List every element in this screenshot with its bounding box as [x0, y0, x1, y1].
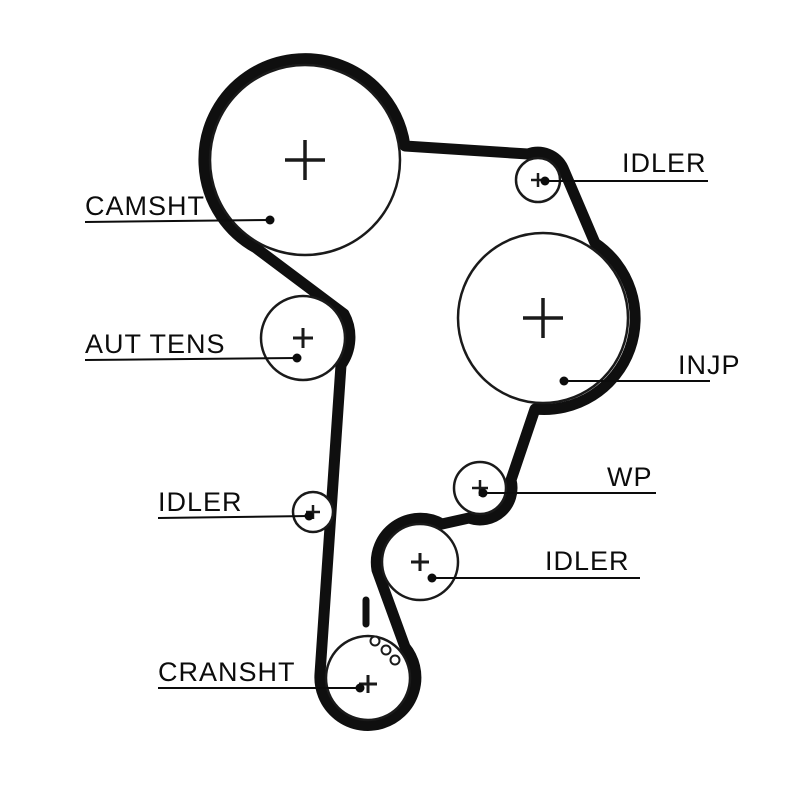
injp-leader-dot: [559, 376, 569, 386]
wp-label: WP: [607, 462, 653, 492]
idler-top-label: IDLER: [622, 148, 707, 178]
crankshaft-bolt-hole: [380, 644, 392, 656]
cransht-leader-dot: [355, 683, 365, 693]
wp-leader-dot: [478, 488, 488, 498]
timing-belt-path: [198, 53, 641, 731]
camsht-leader-dot: [265, 215, 275, 225]
idler-left-leader-dot: [304, 511, 314, 521]
camsht-leader-line: [84, 219, 271, 223]
idler-bottom-leader-dot: [427, 573, 437, 583]
cransht-label: CRANSHT: [158, 657, 296, 687]
idler-left-label: IDLER: [158, 487, 243, 517]
aut-tens-leader-line: [84, 357, 298, 361]
crankshaft-bolt-hole: [389, 654, 401, 666]
idler-left-leader-line: [157, 515, 310, 519]
injection-pump-center-cross-icon: [523, 298, 563, 338]
aut-tens-label: AUT TENS: [85, 329, 226, 359]
injp-label: INJP: [678, 350, 741, 380]
camsht-label: CAMSHT: [85, 191, 205, 221]
idler-top-leader-dot: [540, 176, 550, 186]
idler-bottom-center-cross-icon: [411, 553, 429, 571]
camshaft-center-cross-icon: [285, 140, 325, 180]
idler-bottom-label: IDLER: [545, 546, 630, 576]
auto-tensioner-center-cross-icon: [293, 328, 313, 348]
crankshaft-bolt-hole: [369, 635, 381, 647]
aut-tens-leader-dot: [292, 353, 302, 363]
